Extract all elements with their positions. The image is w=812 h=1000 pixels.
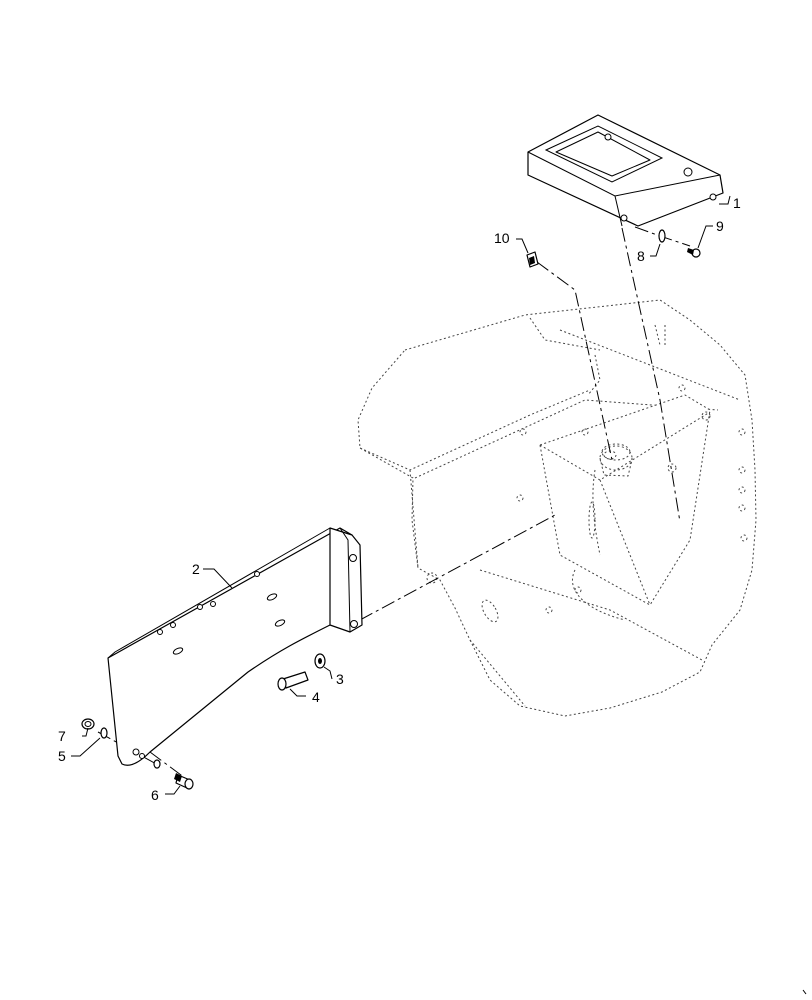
reservoir-tank-outline — [539, 394, 711, 606]
callout-1: 1 — [733, 195, 741, 211]
leader-lines — [71, 195, 731, 795]
callout-10: 10 — [494, 230, 510, 246]
bolt-part-6 — [153, 759, 194, 790]
nut-part-7 — [81, 718, 95, 730]
mounting-bracket-part — [107, 527, 363, 766]
corner-mark — [802, 989, 807, 995]
callout-4: 4 — [312, 689, 320, 705]
callout-9: 9 — [716, 218, 724, 234]
bolt-part-4 — [277, 671, 309, 691]
clip-part-10 — [526, 251, 539, 268]
cover-box-part — [527, 114, 724, 227]
callout-labels: 1 2 3 4 5 6 7 8 9 10 — [58, 195, 741, 803]
callout-3: 3 — [336, 671, 344, 687]
callout-7: 7 — [58, 728, 66, 744]
lock-washer-part-5 — [100, 727, 108, 739]
callout-6: 6 — [151, 787, 159, 803]
callout-2: 2 — [192, 561, 200, 577]
callout-5: 5 — [58, 748, 66, 764]
screw-part-9 — [687, 248, 701, 258]
callout-8: 8 — [637, 248, 645, 264]
washer-part-8 — [658, 229, 666, 243]
washer-part-3 — [314, 653, 326, 669]
